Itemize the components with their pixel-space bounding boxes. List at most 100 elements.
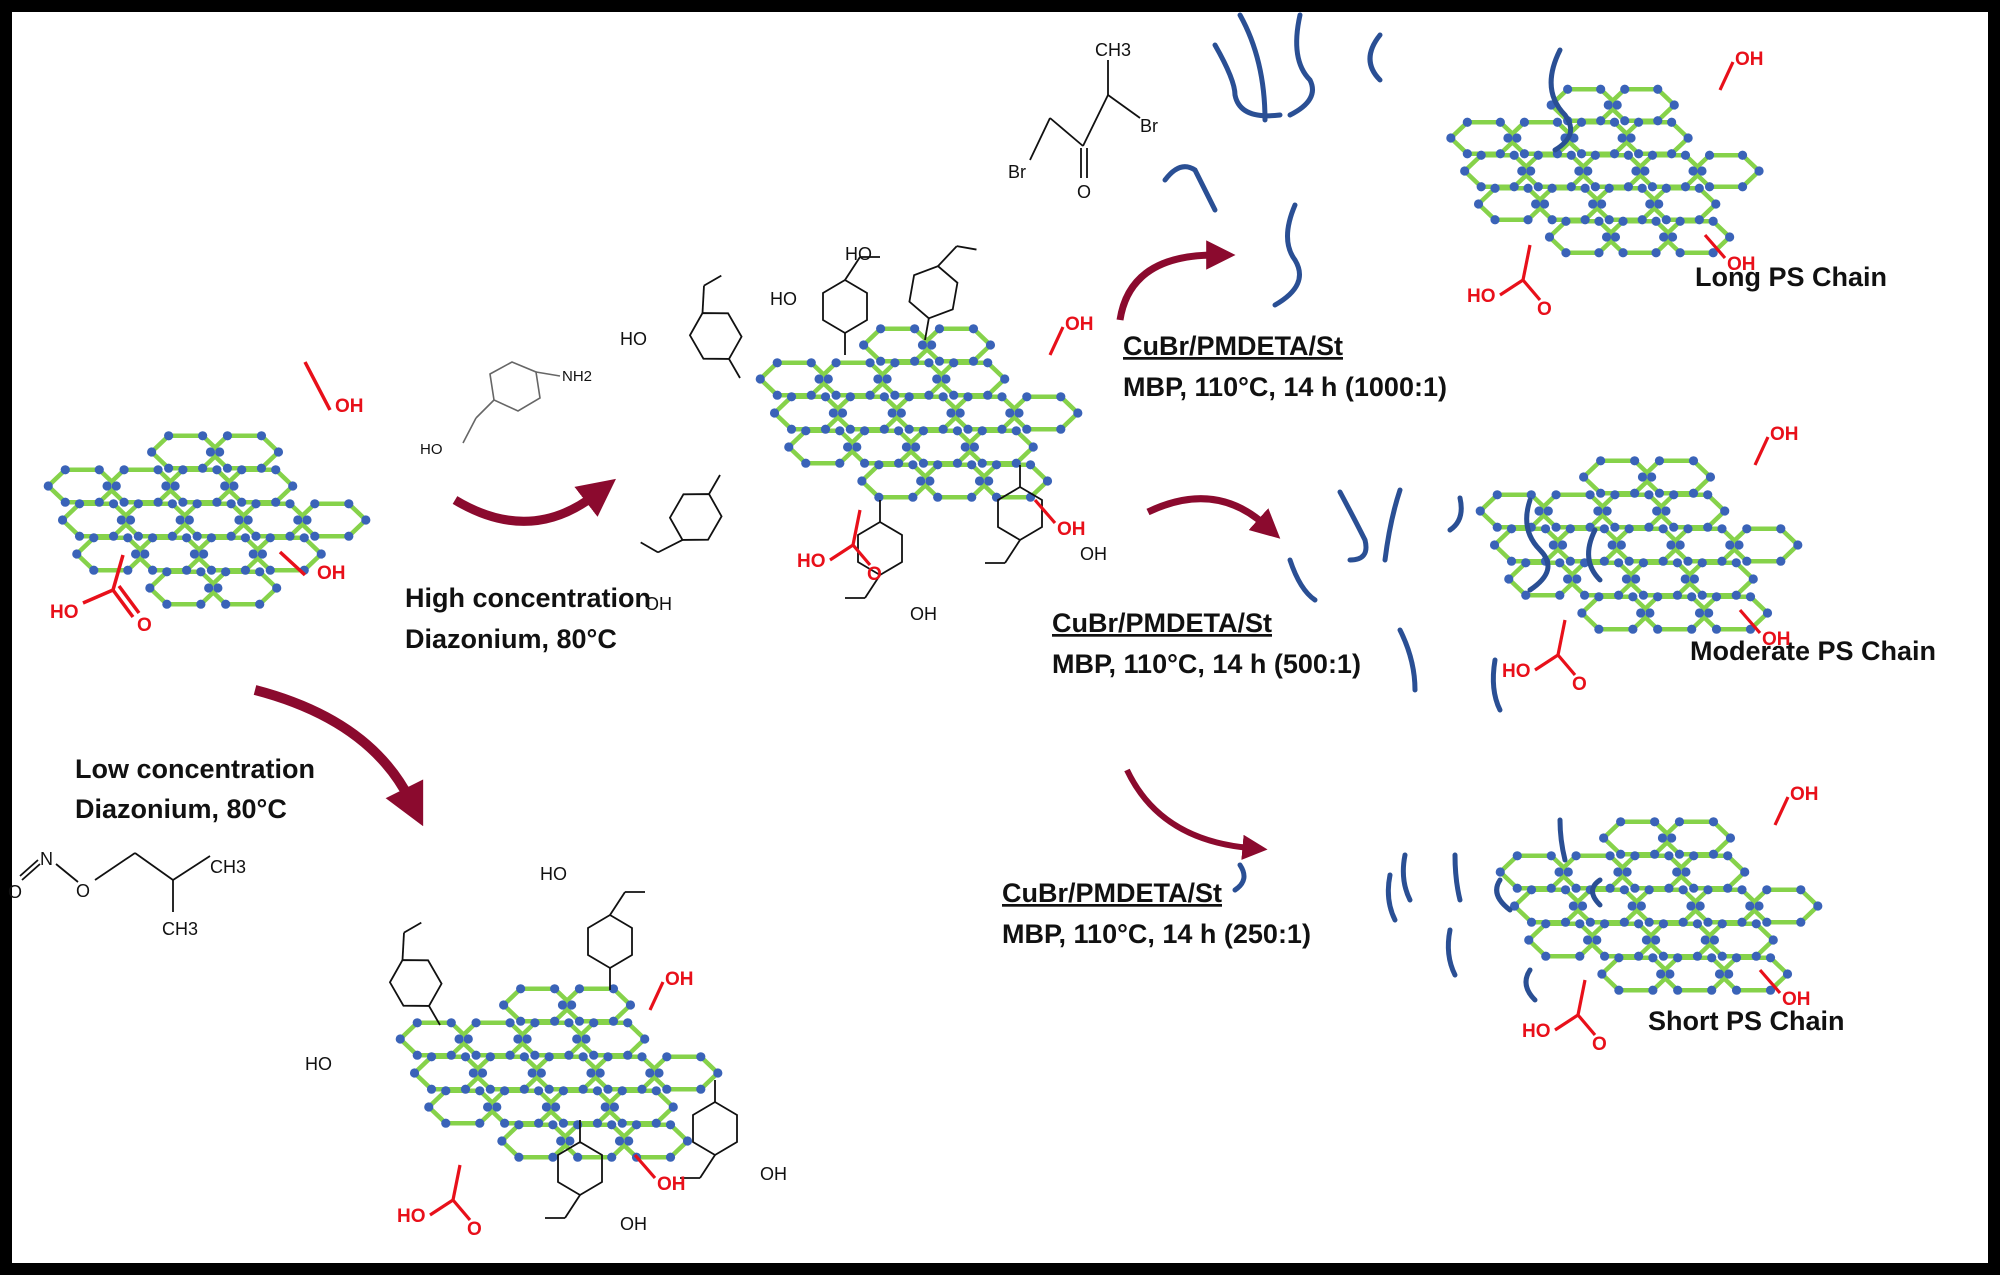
graphene-atom (1694, 608, 1705, 618)
graphene-atom (1022, 392, 1032, 402)
graphene-atom (890, 390, 900, 400)
graphene-atom (1526, 166, 1536, 176)
graphene-atom (550, 1016, 560, 1026)
graphene-atom (1541, 919, 1551, 929)
graphene-atom (1650, 849, 1660, 859)
graphene-atom (1704, 150, 1715, 160)
graphene-atom (556, 1136, 566, 1146)
cooh-bond (851, 509, 862, 546)
graphene-atom (89, 565, 99, 575)
graphene-atom (131, 549, 141, 559)
graphene-atom (801, 458, 811, 468)
graphene-atom (558, 1118, 569, 1128)
graphene-atom (859, 340, 869, 350)
graphene-atom (1512, 883, 1522, 893)
graphene-atom (265, 565, 275, 575)
benzene-ring (557, 1140, 603, 1197)
graphene-atom (578, 1052, 588, 1062)
graphene-atom (772, 358, 782, 368)
graphene-atom (1704, 608, 1714, 618)
graphene-atom (1554, 867, 1564, 877)
graphene-atom (460, 1052, 471, 1062)
graphene-atom (1673, 953, 1683, 963)
graphene-atom (567, 1000, 577, 1010)
graphene-atom (682, 1136, 693, 1146)
product-long-ps-name: Long PS Chain (1695, 262, 1887, 292)
graphene-atom (952, 458, 963, 468)
graphene-atom (1630, 456, 1640, 466)
graphene-atom (1594, 592, 1604, 602)
graphene-atom (1526, 917, 1537, 927)
graphene-atom (1717, 951, 1727, 961)
graphene-atom (1645, 199, 1655, 209)
graphene-atom (1667, 833, 1677, 843)
graphene-atom (192, 531, 202, 541)
graphene-atom (505, 1018, 515, 1028)
graphene-atom (1590, 182, 1600, 192)
graphene-atom (221, 567, 231, 577)
graphene-atom (1793, 540, 1803, 550)
graphene-atom (1751, 951, 1761, 961)
graphene-atom (534, 1118, 544, 1128)
graphene-atom (623, 1018, 633, 1028)
graphene-atom (820, 392, 831, 402)
graphene-atom (1596, 84, 1606, 94)
ho-label: HO (1522, 1021, 1551, 1042)
graphene-atom (1495, 117, 1505, 127)
cooh-bond (1576, 1013, 1597, 1037)
bond (403, 921, 422, 934)
graphene-atom (843, 442, 853, 452)
graphene-atom (1540, 524, 1551, 534)
graphene-atom (607, 1152, 617, 1162)
oh-label: OH (1770, 424, 1799, 445)
graphene-atom (997, 392, 1007, 402)
graphene-atom (927, 340, 937, 350)
graphene-atom (1446, 133, 1456, 143)
graphene-atom (1645, 608, 1655, 618)
graphene-atom (471, 1050, 481, 1060)
ps-chain (1447, 495, 1464, 533)
graphene-atom (1708, 849, 1719, 859)
graphene-atom (1509, 182, 1519, 192)
graphene-atom (302, 515, 312, 525)
graphene-atom (1776, 556, 1786, 566)
graphene-atom (1596, 488, 1606, 498)
graphene-atom (949, 390, 959, 400)
ps-chain (1590, 877, 1603, 908)
graphene-atom (43, 481, 53, 491)
graphene-atom (668, 1102, 678, 1112)
graphene-atom (220, 481, 230, 491)
graphene-atom (977, 426, 987, 436)
graphene-atom (123, 533, 133, 543)
graphene-atom (608, 1016, 619, 1026)
graphene-atom (119, 497, 129, 507)
graphene-atom (1630, 488, 1640, 498)
graphene-atom (1563, 867, 1573, 877)
graphene-atom (1548, 540, 1558, 550)
graphene-atom (908, 492, 918, 502)
graphene-atom (145, 583, 155, 593)
graphene-atom (1644, 490, 1654, 500)
graphene-atom (1672, 867, 1682, 877)
graphene-atom (1618, 216, 1628, 226)
graphene-atom (1628, 624, 1638, 634)
graphene-atom (471, 1018, 481, 1028)
cooh-bond (1521, 244, 1532, 281)
graphene-sheet-short-ps (1495, 817, 1823, 995)
graphene-atom (1653, 116, 1663, 126)
graphene-atom (1731, 558, 1741, 568)
graphene-atom (1657, 833, 1668, 843)
graphene-atom (974, 476, 985, 486)
graphene-atom (215, 447, 225, 457)
graphene-atom (933, 492, 943, 502)
graphene-atom (316, 549, 326, 559)
bond (428, 1005, 441, 1026)
graphene-atom (514, 1120, 524, 1130)
graphene-atom (1707, 985, 1717, 995)
graphene-atom (586, 1068, 596, 1078)
graphene-atom (910, 356, 920, 366)
graphene-atom (1654, 199, 1664, 209)
graphene-atom (1593, 506, 1603, 516)
graphene-atom (645, 1068, 655, 1078)
